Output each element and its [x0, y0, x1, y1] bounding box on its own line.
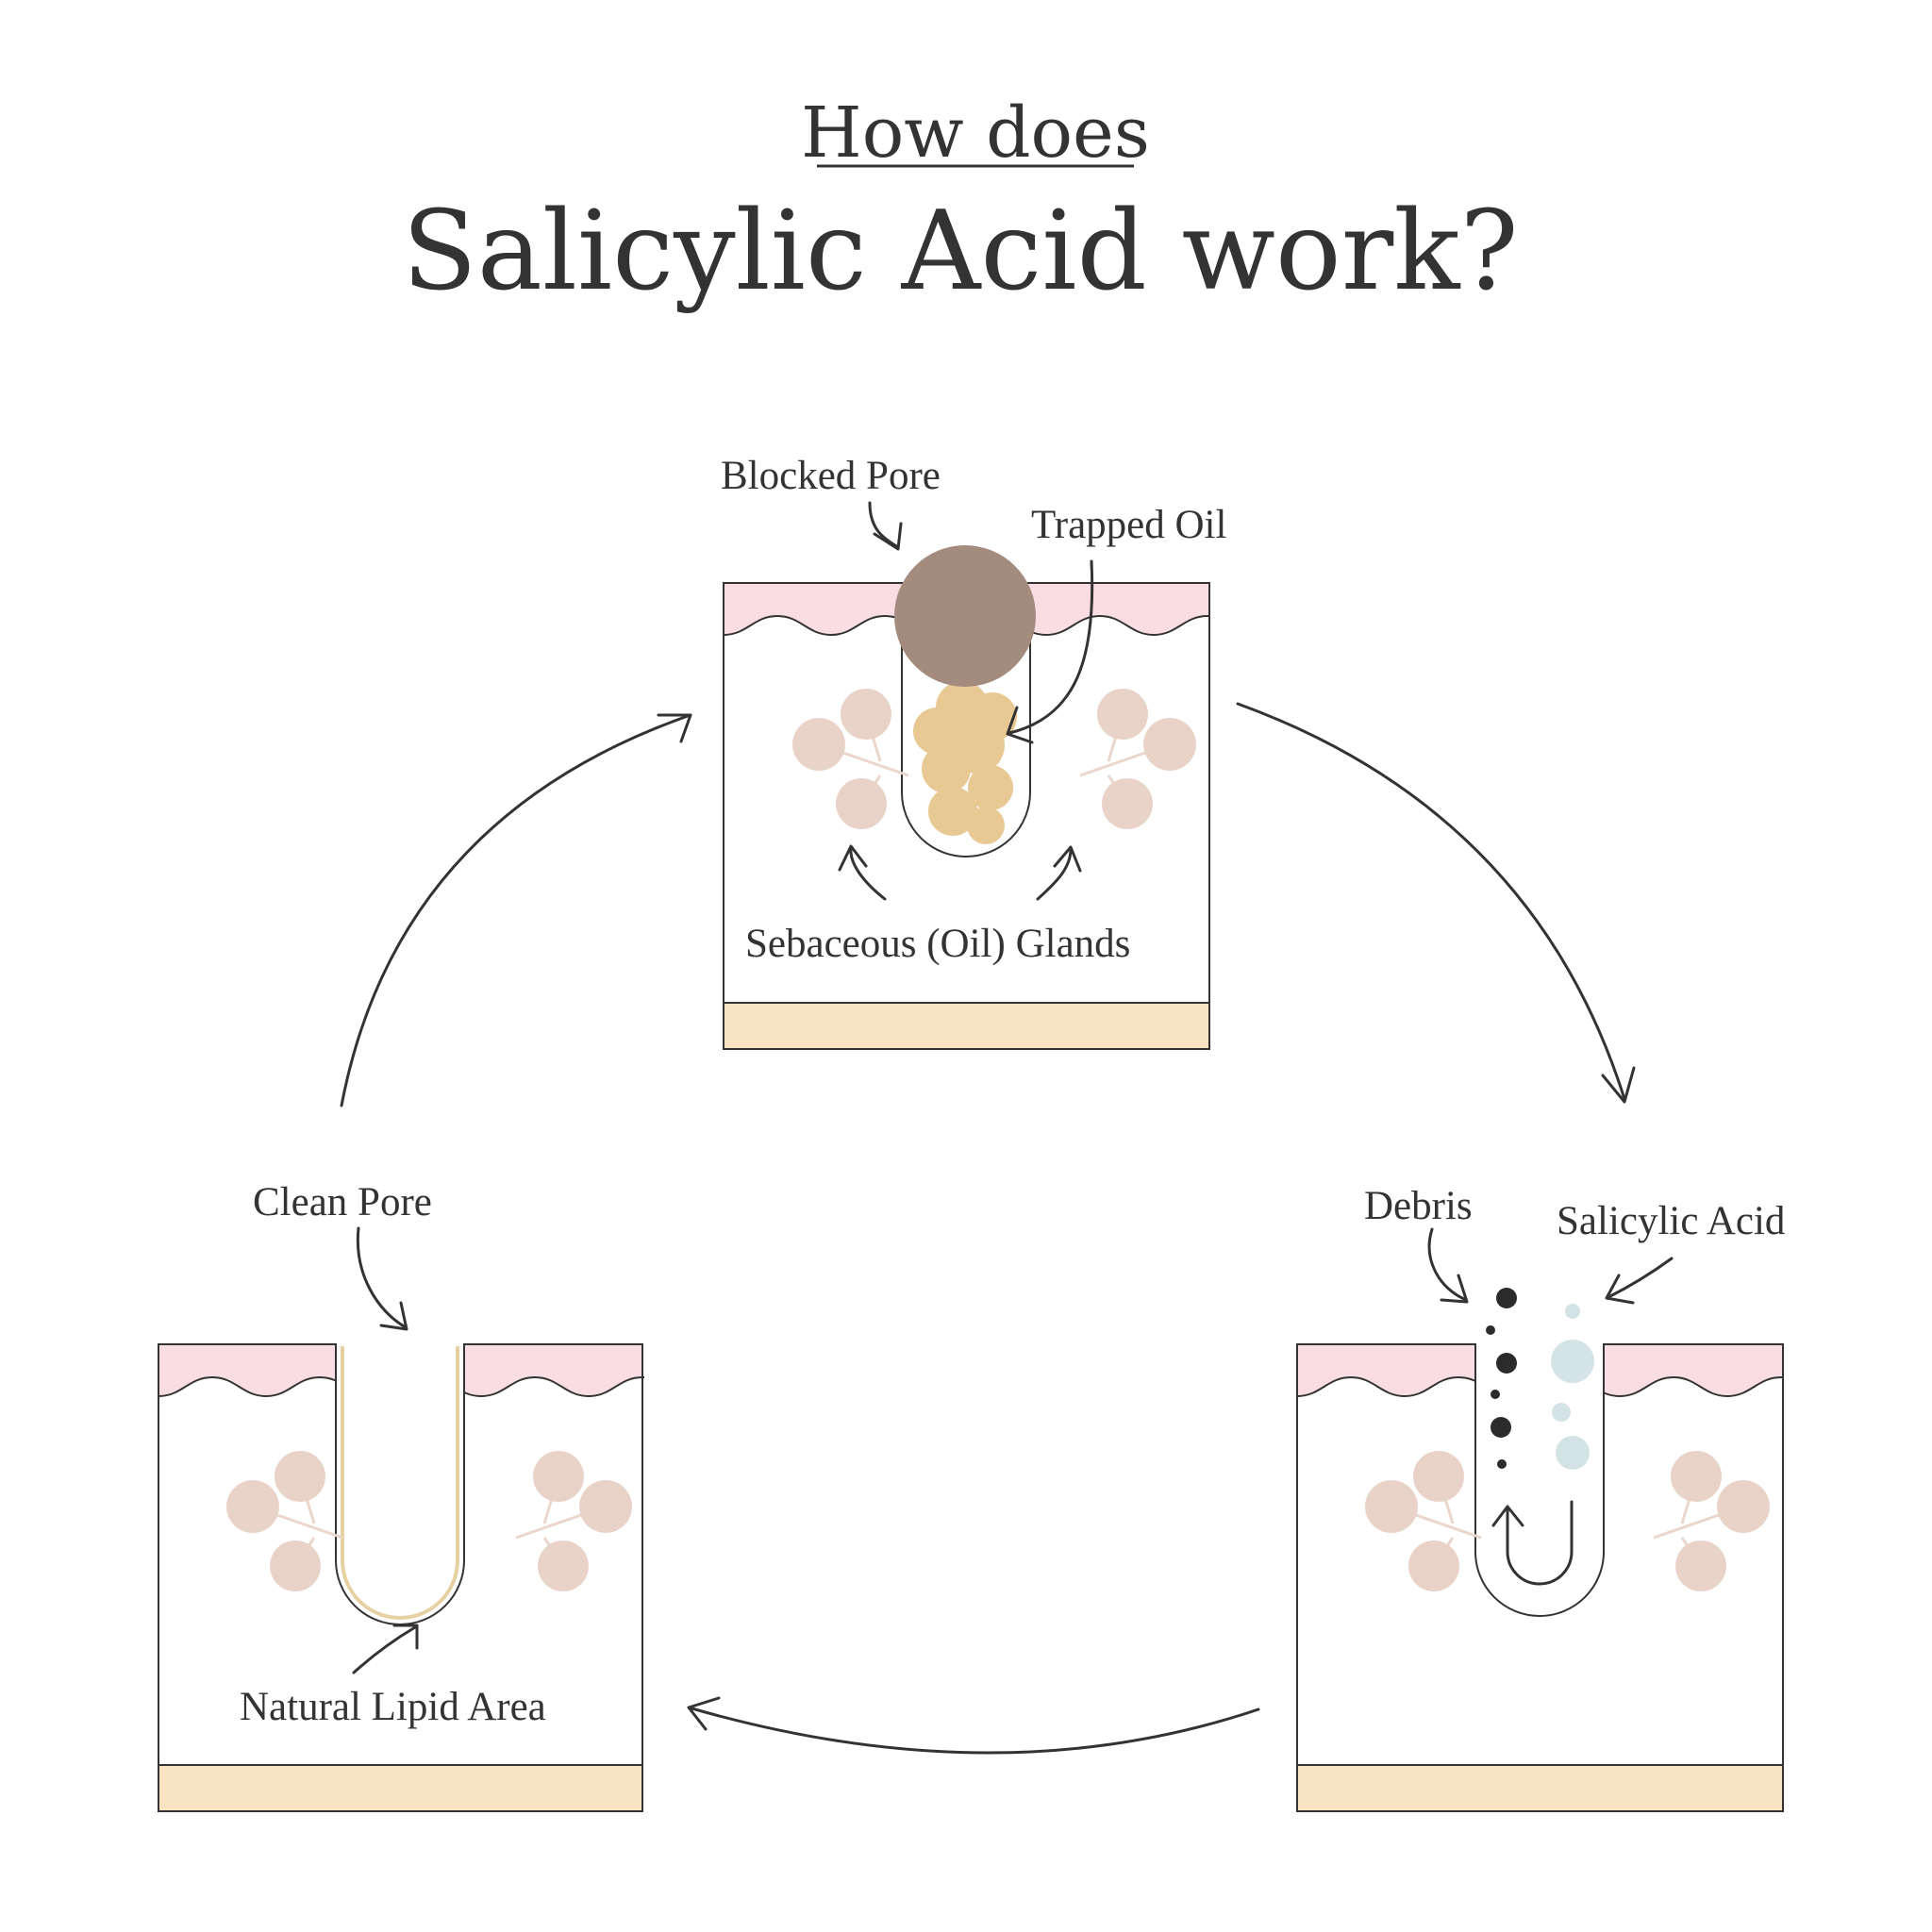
label-blocked-pore: Blocked Pore [721, 454, 941, 498]
label-salicylic-acid: Salicylic Acid [1557, 1199, 1785, 1243]
subtitle: How does [801, 92, 1150, 174]
pointer-arrow-icon [1427, 1227, 1468, 1302]
label-natural-lipid-area: Natural Lipid Area [240, 1685, 546, 1729]
pointer-arrow-icon [352, 1625, 417, 1674]
pointer-arrow-icon [1008, 559, 1094, 735]
label-clean-pore: Clean Pore [253, 1180, 432, 1224]
u-turn-arrow-icon [1506, 1500, 1574, 1586]
curved-arrow-icon [1236, 702, 1626, 1101]
pointer-arrow-icon [356, 1226, 408, 1329]
u-turn-arrow-icon [1491, 1505, 1524, 1527]
curved-arrow-icon [687, 1696, 721, 1731]
header: How does Salicylic Acid work? [402, 92, 1518, 315]
blockage-plug-icon [894, 545, 1036, 687]
debris-icon [1486, 1288, 1517, 1469]
treatment-panel: Debris Salicylic Acid [1296, 1184, 1785, 1812]
curved-arrow-icon [687, 1706, 1260, 1755]
pointer-arrow-icon [1006, 706, 1034, 744]
curved-arrow-icon [1601, 1066, 1636, 1104]
salicylic-acid-icon [1551, 1304, 1594, 1470]
page-title: Salicylic Acid work? [402, 188, 1518, 315]
clean-pore-panel: Clean Pore Natural Lipid Area [158, 1180, 645, 1812]
pointer-arrow-icon [379, 1301, 408, 1331]
label-trapped-oil: Trapped Oil [1031, 503, 1226, 547]
label-debris: Debris [1364, 1184, 1473, 1228]
pointer-arrow-icon [1053, 845, 1082, 873]
cycle-arrows [340, 702, 1636, 1755]
pointer-arrow-icon [868, 501, 900, 549]
pointer-arrow-icon [849, 845, 887, 901]
pore-channel [336, 1340, 464, 1624]
natural-lipid-area [341, 1343, 459, 1620]
base-layer [1297, 1765, 1783, 1811]
pointer-arrow-icon [1607, 1257, 1674, 1299]
curved-arrow-icon [340, 713, 692, 1108]
base-layer [158, 1765, 642, 1811]
curved-arrow-icon [657, 713, 692, 743]
base-layer [724, 1003, 1209, 1049]
pointer-arrow-icon [873, 522, 903, 551]
trapped-oil-icon [913, 681, 1017, 844]
pointer-arrow-icon [392, 1624, 419, 1650]
pore-channel [1475, 1340, 1604, 1616]
pointer-arrow-icon [838, 844, 868, 872]
pointer-arrow-icon [1036, 847, 1073, 901]
pointer-arrow-icon [1605, 1274, 1635, 1305]
pointer-arrow-icon [1440, 1274, 1469, 1304]
blocked-pore-panel: Blocked Pore Trapped Oil Sebaceous (Oil)… [721, 454, 1226, 1050]
label-sebaceous-glands: Sebaceous (Oil) Glands [745, 922, 1130, 966]
